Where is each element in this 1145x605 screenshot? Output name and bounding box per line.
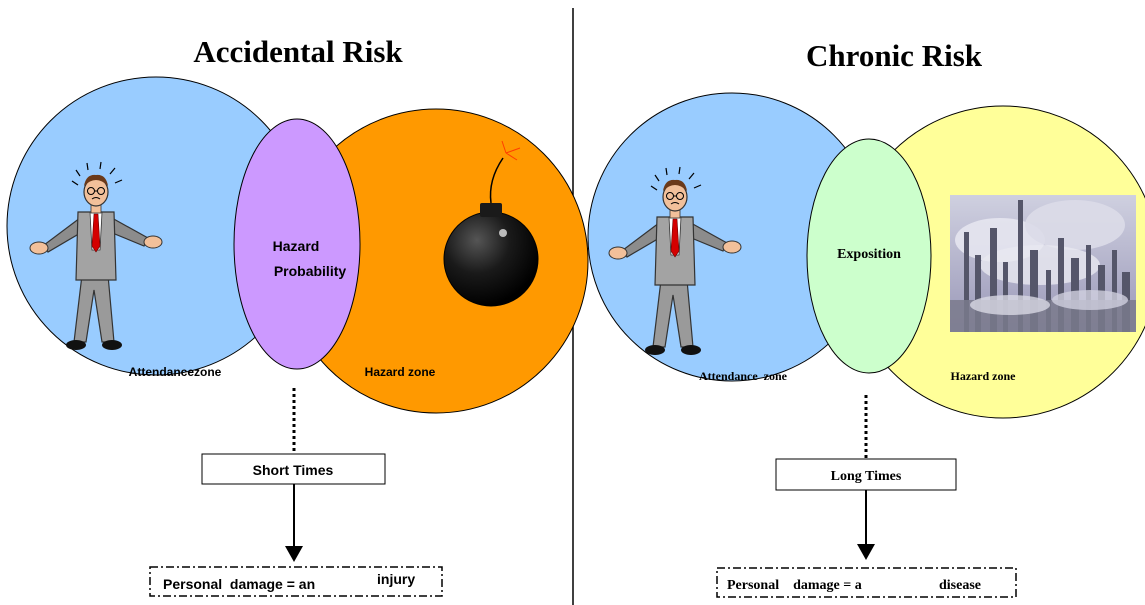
chronic-risk-title: Chronic Risk [806, 38, 983, 73]
accidental-risk-panel: Accidental Risk Hazard [6, 34, 589, 597]
bomb-icon [443, 139, 539, 307]
injury-outcome-label: Personal damage = an [163, 576, 315, 592]
long-times-box [775, 458, 957, 491]
accidental-risk-title: Accidental Risk [193, 34, 403, 69]
hazard-zone-label: Hazard zone [365, 365, 436, 379]
hazard-probability-label-line2: Probability [274, 263, 347, 279]
injury-outcome-box [149, 566, 443, 597]
hazard-probability-label-line1: Hazard [273, 238, 320, 254]
hazard-probability-ellipse [233, 118, 361, 370]
long-times-label: Long Times [831, 469, 902, 484]
chronic-arrow-head [857, 544, 875, 560]
exposition-ellipse [806, 138, 932, 374]
disease-outcome-word: disease [939, 578, 981, 593]
arrow-head [285, 546, 303, 562]
exposition-label: Exposition [837, 247, 901, 262]
chronic-attendance-zone-label: Attendance zone [699, 369, 788, 383]
injury-outcome-word: injury [377, 571, 415, 587]
chronic-risk-panel: Chronic Risk [587, 38, 1145, 598]
disease-outcome-label: Personal damage = a [727, 578, 862, 593]
industrial-plant-photo [950, 195, 1136, 332]
chronic-hazard-zone-label: Hazard zone [951, 369, 1017, 383]
disease-outcome-box [716, 567, 1017, 598]
short-times-label: Short Times [253, 462, 334, 478]
attendance-zone-label: Attendancezone [129, 365, 222, 379]
